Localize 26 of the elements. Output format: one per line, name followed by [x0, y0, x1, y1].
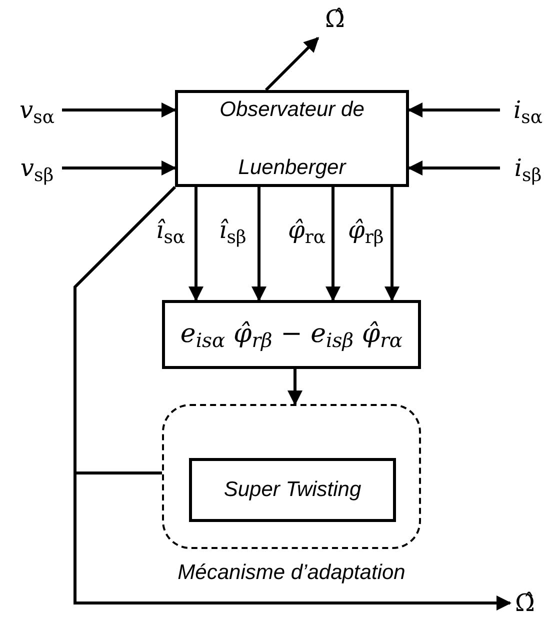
arrow: [326, 187, 340, 302]
arrow: [188, 187, 204, 302]
edge-label: φ̂$_{rα}$: [288, 215, 326, 248]
arrow: [384, 187, 400, 302]
process-box: Observateur de Luenberger: [175, 90, 409, 187]
arrow: [264, 36, 320, 92]
signal-label: i$_{sα}$: [500, 92, 556, 128]
arrow: [288, 369, 302, 406]
arrow: [62, 160, 176, 176]
edge-label: î$_{sβ}$: [219, 215, 246, 248]
edge-label: φ̂$_{rβ}$: [348, 215, 384, 248]
arrow: [62, 102, 176, 118]
arrow: [408, 102, 500, 118]
signal-label: Ω̂: [318, 0, 352, 38]
signal-label: i$_{sβ}$: [500, 150, 556, 186]
arrow: [408, 160, 500, 176]
signal-label: Ω̂: [510, 586, 540, 620]
arrow: [252, 187, 266, 302]
arrow: [74, 472, 512, 610]
signal-label: v$_{sα}$: [12, 92, 62, 128]
edge-label: î$_{sα}$: [156, 215, 186, 248]
signal-label: v$_{sβ}$: [12, 150, 62, 186]
group-caption: Mécanisme d’adaptation: [176, 560, 406, 586]
dashed-group-box: [162, 404, 421, 549]
process-box: Super Twisting: [189, 458, 396, 522]
formula-box: e$_{isα}$ φ̂$_{rβ}$ − e$_{isβ}$ φ̂$_{rα}$: [162, 300, 421, 369]
